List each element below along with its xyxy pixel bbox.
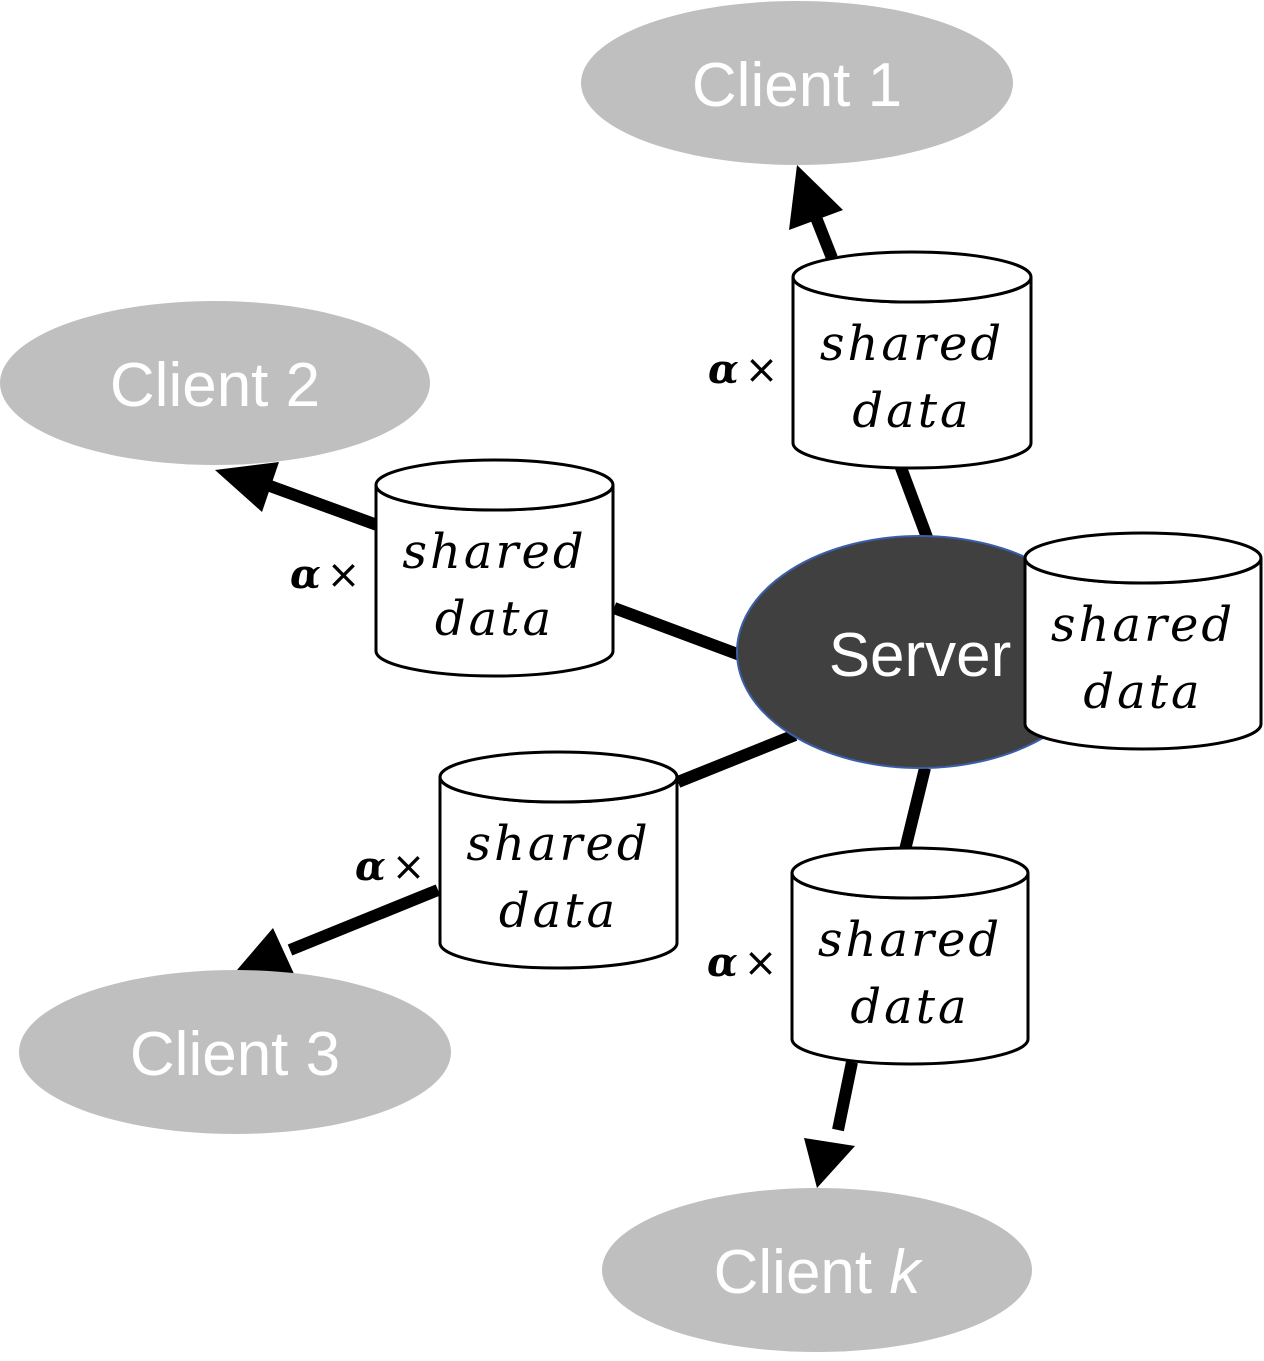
db-c1-label-line2: data <box>852 383 971 439</box>
arrowhead-client-2 <box>215 462 279 512</box>
client-3-label: Client 3 <box>130 1020 340 1089</box>
client-k-shape <box>602 1188 1032 1352</box>
arrow-to-client-2 <box>267 480 380 531</box>
db-c3-times: × <box>392 844 426 890</box>
db-c1-times: × <box>745 347 779 393</box>
client-1-label: Client 1 <box>692 51 902 120</box>
db-c2: shared data α× <box>290 458 615 678</box>
db-ck-multiplier: α× <box>707 939 777 986</box>
client-1-shape <box>581 1 1013 165</box>
db-c3-alpha: α <box>355 843 386 890</box>
arrow-to-client-k <box>832 1060 858 1132</box>
db-c1-alpha: α <box>708 346 739 393</box>
db-c2-multiplier: α× <box>290 551 360 598</box>
client-k: Client k <box>602 1188 1032 1352</box>
db-c3-multiplier: α× <box>355 843 425 890</box>
client-3: Client 3 <box>19 970 451 1134</box>
db-c2-alpha: α <box>290 551 321 598</box>
db-c1-multiplier: α× <box>708 346 778 393</box>
databases: shareddatashareddataα×shareddataα×shared… <box>290 250 1263 1066</box>
arrowhead-client-1 <box>789 165 843 230</box>
db-server-label-line2: data <box>1083 664 1202 720</box>
db-ck-label-line2: data <box>850 979 969 1035</box>
db-c2-label-line1: shared <box>402 524 586 580</box>
arrow-to-client-1 <box>809 212 838 261</box>
arrowhead-client-3 <box>237 928 295 976</box>
client-k-label: Client k <box>714 1238 924 1307</box>
client-3-shape <box>19 970 451 1134</box>
db-c1-label-line1: shared <box>820 316 1004 372</box>
db-ck: shared data α× <box>707 846 1030 1066</box>
db-c1-top <box>791 250 1033 304</box>
db-server-body <box>1023 557 1263 751</box>
connector-server-db-c2 <box>611 602 743 661</box>
client-2-label: Client 2 <box>110 351 320 420</box>
db-c3-body <box>438 776 679 970</box>
db-ck-alpha: α <box>707 939 738 986</box>
db-c1: shared data α× <box>708 250 1033 470</box>
db-c2-label-line2: data <box>435 591 554 647</box>
connector-server-db-ck <box>899 766 931 852</box>
db-server-label-line1: shared <box>1051 597 1235 653</box>
arrowhead-client-k <box>804 1138 855 1188</box>
connectors <box>611 462 934 852</box>
server: Server <box>736 535 1104 769</box>
arrow-to-client-3 <box>287 884 441 956</box>
db-server: shared data <box>1023 531 1263 751</box>
db-c2-top <box>374 458 615 512</box>
db-c2-body <box>374 484 615 678</box>
db-c1-body <box>791 276 1033 470</box>
db-c3-label-line1: shared <box>466 816 650 872</box>
server-label: Server <box>829 621 1012 690</box>
db-c2-times: × <box>327 552 361 598</box>
db-ck-top <box>790 846 1030 900</box>
db-ck-label-line1: shared <box>818 912 1002 968</box>
client-k-label-suffix: k <box>889 1238 923 1307</box>
connector-server-db-c3 <box>675 729 798 788</box>
db-ck-body <box>790 872 1030 1066</box>
connector-server-db-c1 <box>894 462 934 543</box>
client-k-label-prefix: Client <box>714 1238 890 1307</box>
client-2-shape <box>0 301 430 465</box>
db-c3-label-line2: data <box>499 883 618 939</box>
client-2: Client 2 <box>0 301 430 465</box>
db-ck-times: × <box>744 940 778 986</box>
db-server-top <box>1023 531 1263 585</box>
db-c3-top <box>438 750 679 804</box>
client-1: Client 1 <box>581 1 1013 165</box>
db-c3: shared data α× <box>355 750 679 970</box>
arrows <box>215 165 858 1188</box>
